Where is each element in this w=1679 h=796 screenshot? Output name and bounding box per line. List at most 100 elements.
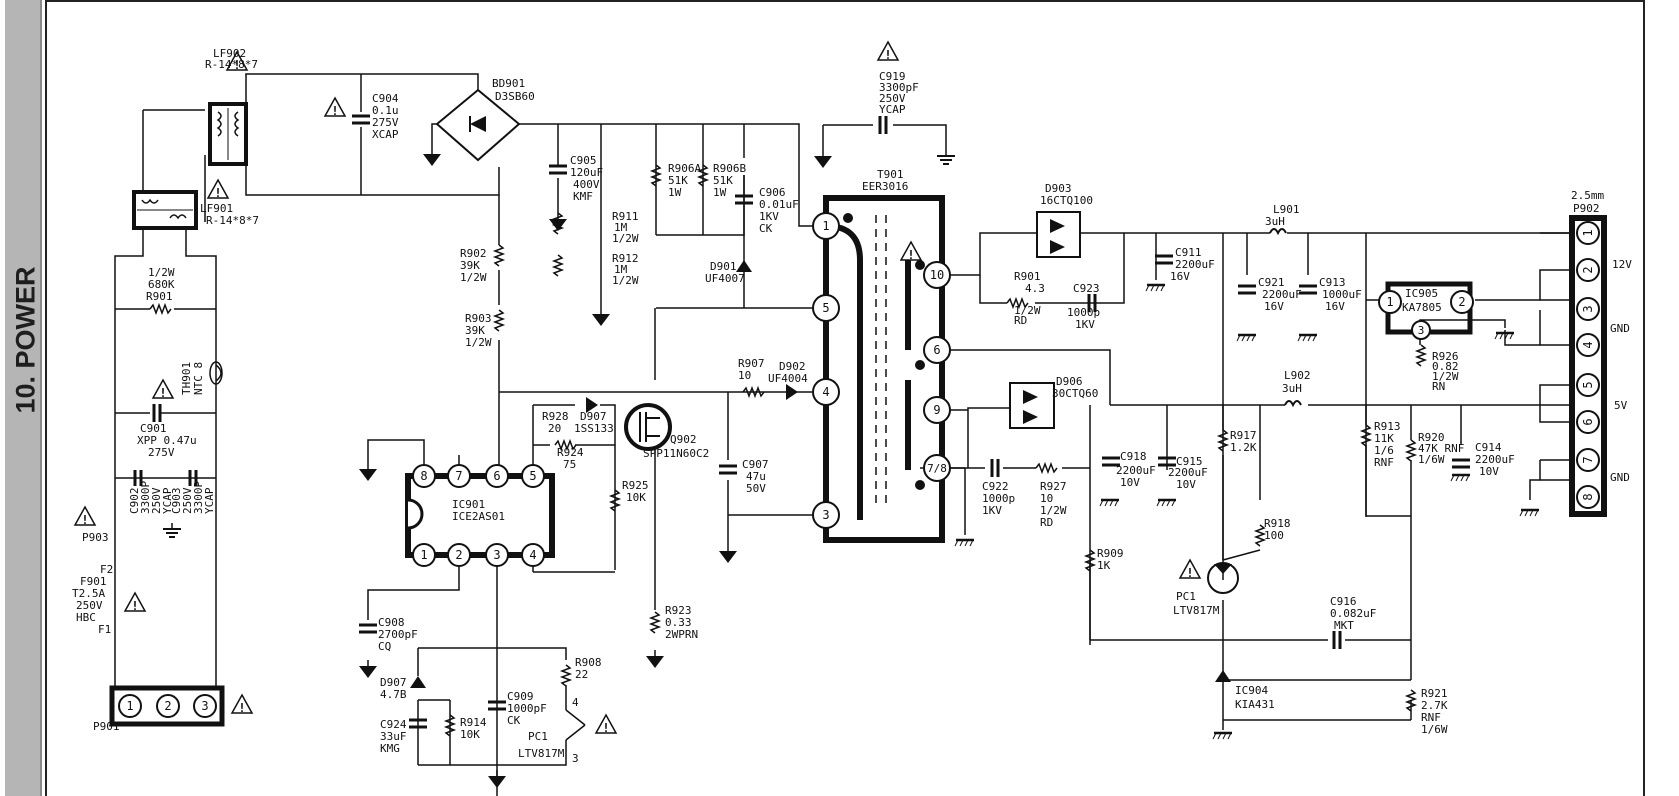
- label-r926-v1: 0.82: [1432, 360, 1459, 373]
- t901-pin-5-label: 5: [822, 301, 829, 315]
- ic901-pin-2: [447, 543, 471, 567]
- label-pc1a: PC1: [528, 730, 548, 743]
- label-ic901: IC901: [452, 498, 485, 511]
- label-f901: F901: [80, 575, 107, 588]
- label-c919: C919: [879, 70, 906, 83]
- label-r927: R927: [1040, 480, 1067, 493]
- label-r909: R909: [1097, 547, 1124, 560]
- t901-pin-10-label: 10: [930, 268, 944, 282]
- t901-pin-6-label: 6: [933, 343, 940, 357]
- label-c902-v1: 3300P: [139, 481, 152, 514]
- label-ic901-val: ICE2AS01: [452, 510, 505, 523]
- label-r921: R921: [1421, 687, 1448, 700]
- label-q902-val: SPP11N60C2: [643, 447, 709, 460]
- label-r901a-v2: 680K: [148, 278, 175, 291]
- label-p903: P903: [82, 531, 109, 544]
- label-r914-val: 10K: [460, 728, 480, 741]
- label-r912-v1: 1M: [614, 263, 628, 276]
- warning-mark: !: [159, 386, 166, 400]
- label-c906-v3: CK: [759, 222, 773, 235]
- label-c907-v1: 47u: [746, 470, 766, 483]
- label-r908-val: 22: [575, 668, 588, 681]
- label-r907-val: 10: [738, 369, 751, 382]
- label-lf902: LF902: [213, 47, 246, 60]
- label-c905: C905: [570, 154, 597, 167]
- label-l902-val: 3uH: [1282, 382, 1302, 395]
- label-c901: C901: [140, 422, 167, 435]
- label-c924: C924: [380, 718, 407, 731]
- label-c901-v2: 275V: [148, 446, 175, 459]
- label-c903-v3: YCAP: [203, 487, 216, 514]
- ic901-pin-6: [485, 464, 509, 488]
- label-r918-val: 100: [1264, 529, 1284, 542]
- label-r903-v2: 1/2W: [465, 336, 492, 349]
- label-r918: R918: [1264, 517, 1291, 530]
- label-c904: C904: [372, 92, 399, 105]
- label-r907: R907: [738, 357, 765, 370]
- label-r923: R923: [665, 604, 692, 617]
- label-r911: R911: [612, 210, 639, 223]
- label-c918: C918: [1120, 450, 1147, 463]
- label-l901-val: 3uH: [1265, 215, 1285, 228]
- label-r927-v1: 10: [1040, 492, 1053, 505]
- label-r901a: R901: [146, 290, 173, 303]
- ic901-pin-3-label: 3: [493, 548, 500, 562]
- warning-mark: !: [238, 701, 245, 715]
- t901-pin-4: [812, 378, 840, 406]
- label-c918-v1: 2200uF: [1116, 464, 1156, 477]
- ic901-pin-1: [412, 543, 436, 567]
- label-c919-v2: 250V: [879, 92, 906, 105]
- label-c913-v2: 16V: [1325, 300, 1345, 313]
- label-pc1a-p3: 3: [572, 752, 579, 765]
- label-c909-v2: CK: [507, 714, 521, 727]
- ic901-pin-7: [447, 464, 471, 488]
- label-r928-val: 20: [548, 422, 561, 435]
- label-q902: Q902: [670, 433, 697, 446]
- label-c916-v1: 0.082uF: [1330, 607, 1376, 620]
- label-r902-v1: 39K: [460, 259, 480, 272]
- label-d903: D903: [1045, 182, 1072, 195]
- label-c908-v1: 2700pF: [378, 628, 418, 641]
- ic901-pin-5-label: 5: [529, 469, 536, 483]
- label-r908: R908: [575, 656, 602, 669]
- label-r901b-v1: 4.3: [1025, 282, 1045, 295]
- warning-mark: !: [884, 48, 891, 62]
- mosfet-q902: [624, 403, 672, 451]
- label-c909-v1: 1000pF: [507, 702, 547, 715]
- label-r901a-v1: 1/2W: [148, 266, 175, 279]
- label-r912: R912: [612, 252, 639, 265]
- t901-dot-1: [843, 213, 853, 223]
- label-d901-val: UF4007: [705, 272, 745, 285]
- t901-dot-2: [915, 260, 925, 270]
- label-d906: D906: [1056, 375, 1083, 388]
- label-c923: C923: [1073, 282, 1100, 295]
- ic901-pin-4-label: 4: [529, 548, 536, 562]
- p902-pin-6: 6: [1581, 418, 1595, 425]
- label-c902: C902: [128, 488, 141, 515]
- label-c914-v2: 10V: [1479, 465, 1499, 478]
- label-c915-v2: 10V: [1176, 478, 1196, 491]
- schematic-frame: [45, 0, 1645, 796]
- diode-d903: [1036, 211, 1081, 258]
- ic901-pin-4: [521, 543, 545, 567]
- label-f901-v3: HBC: [76, 611, 96, 624]
- connector-p902: [1569, 215, 1607, 517]
- label-c911-v2: 16V: [1170, 270, 1190, 283]
- ic901-pin-2-label: 2: [455, 548, 462, 562]
- t901-pin-1-label: 1: [822, 219, 829, 233]
- ic905-pin-2-label: 2: [1458, 295, 1465, 309]
- label-bd901-val: D3SB60: [495, 90, 535, 103]
- label-c901-v1: XPP 0.47u: [137, 434, 197, 447]
- label-c922: C922: [982, 480, 1009, 493]
- label-c918-v2: 10V: [1120, 476, 1140, 489]
- label-r906b-v1: 51K: [713, 174, 733, 187]
- label-c916: C916: [1330, 595, 1357, 608]
- label-r926-v3: RN: [1432, 380, 1445, 393]
- label-r921-v3: 1/6W: [1421, 723, 1448, 736]
- label-c919-v1: 3300pF: [879, 81, 919, 94]
- label-c921: C921: [1258, 276, 1285, 289]
- label-r901b-v2: 1/2W: [1014, 304, 1041, 317]
- label-d902: D902: [779, 360, 806, 373]
- label-c924-v1: 33uF: [380, 730, 407, 743]
